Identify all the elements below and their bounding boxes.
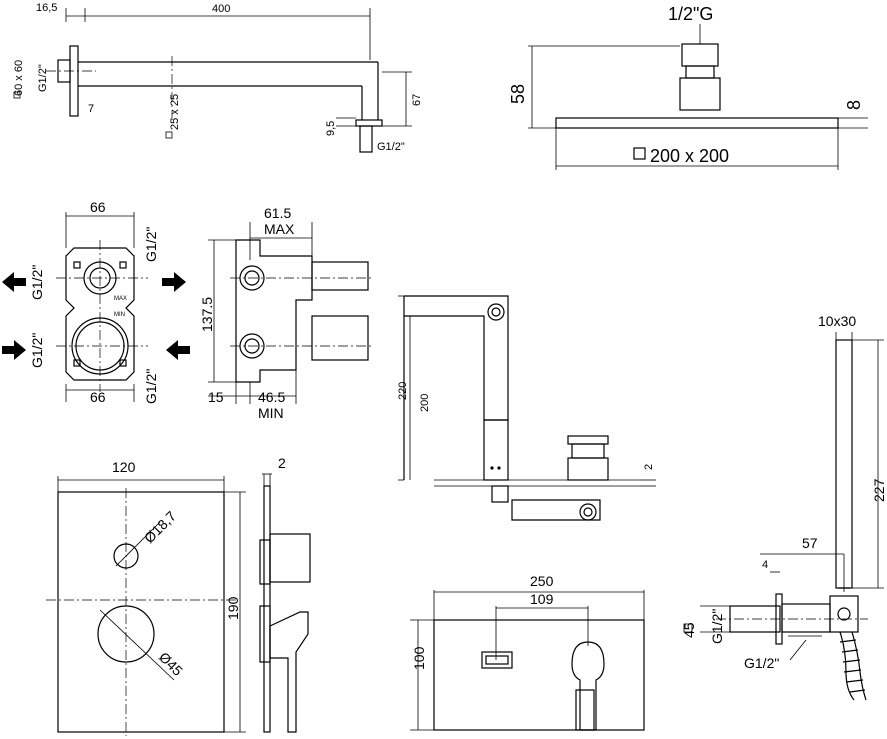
- flange-dim-label: 16,5: [36, 2, 57, 14]
- spout-height-inner-label: 200: [419, 394, 431, 412]
- hand-shower-drawing: 10x30 227 57 4 45 G1/2" G: [681, 313, 887, 701]
- head-size-label: 200 x 200: [650, 146, 729, 166]
- wall-depth-label: 7: [88, 103, 94, 115]
- port-4-label: G1/2": [143, 369, 159, 404]
- hand-flange-label: 45: [681, 622, 697, 638]
- mixer-body-front: 66 MAX MIN 66 G1/2" G1/2" G1/2": [2, 199, 190, 405]
- side-min-offset-label: 15: [208, 389, 224, 405]
- side-max-depth-label: 61.5: [264, 205, 291, 221]
- trim-hole-large-label: Ø45: [156, 649, 186, 679]
- mixer-body-side: 61.5 MAX 137.5 15 46.5 MIN: [199, 205, 372, 421]
- body-min-label: MIN: [114, 312, 125, 318]
- port-1-label: G1/2": [29, 265, 45, 300]
- bath-plate-drawing: 250 109 100: [410, 573, 645, 731]
- hand-section-label: 10x30: [818, 313, 856, 329]
- trim-height-label: 190: [225, 596, 241, 620]
- shower-arm-drawing: 16,5 400 60 x 60 G1/2" 7 25 x 25 67: [13, 2, 423, 153]
- head-height-label: 58: [508, 84, 528, 104]
- arm-drop-label: 67: [411, 94, 423, 106]
- outlet-arrow-right-icon: [162, 272, 186, 292]
- flange-size-label: 60 x 60: [13, 60, 25, 96]
- side-max-label: MAX: [264, 221, 295, 237]
- hand-wall-gap-label: 4: [762, 559, 768, 571]
- head-thickness-label: 8: [844, 100, 864, 110]
- side-min-depth-label: 46.5: [258, 389, 285, 405]
- arm-section-label: 25 x 25: [169, 94, 181, 130]
- hand-length-label: 227: [871, 478, 887, 502]
- body-max-label: MAX: [114, 296, 127, 302]
- bath-spacing-label: 109: [530, 591, 554, 607]
- arm-thread-in-label: G1/2": [37, 64, 49, 92]
- arm-thread-out-label: G1/2": [377, 141, 405, 153]
- spout-plate-thickness-label: 2: [643, 464, 655, 470]
- trim-hole-small-label: Ø18,7: [141, 508, 179, 546]
- bath-height-label: 100: [411, 646, 427, 670]
- inlet-arrow-left-icon: [2, 340, 26, 360]
- arm-length-label: 400: [212, 3, 230, 15]
- body-width-bottom-label: 66: [90, 389, 106, 405]
- port-2-label: G1/2": [143, 227, 159, 262]
- outlet-arrow-left-icon: [2, 272, 26, 292]
- port-3-label: G1/2": [29, 333, 45, 368]
- bath-width-label: 250: [530, 573, 554, 589]
- wall-spout-drawing: 220 200 2: [397, 295, 656, 521]
- outlet-dim-label: 9,5: [325, 121, 337, 136]
- trim-plate-drawing: 120 Ø18,7 Ø45 190: [46, 459, 246, 736]
- hand-thread-b-label: G1/2": [744, 655, 779, 671]
- trim-width-label: 120: [112, 459, 136, 475]
- hand-outlet-length-label: 57: [802, 535, 818, 551]
- trim-thickness-label: 2: [278, 455, 286, 471]
- side-height-label: 137.5: [199, 297, 215, 332]
- shower-head-drawing: 1/2"G 58 8 200 x 200: [508, 4, 868, 170]
- inlet-arrow-right-icon: [166, 340, 190, 360]
- trim-plate-side: 2: [259, 455, 311, 733]
- side-min-label: MIN: [258, 405, 284, 421]
- hand-thread-a-label: G1/2": [709, 609, 725, 644]
- head-thread-label: 1/2"G: [668, 4, 713, 24]
- body-width-top-label: 66: [90, 199, 106, 215]
- spout-height-total-label: 220: [397, 382, 409, 400]
